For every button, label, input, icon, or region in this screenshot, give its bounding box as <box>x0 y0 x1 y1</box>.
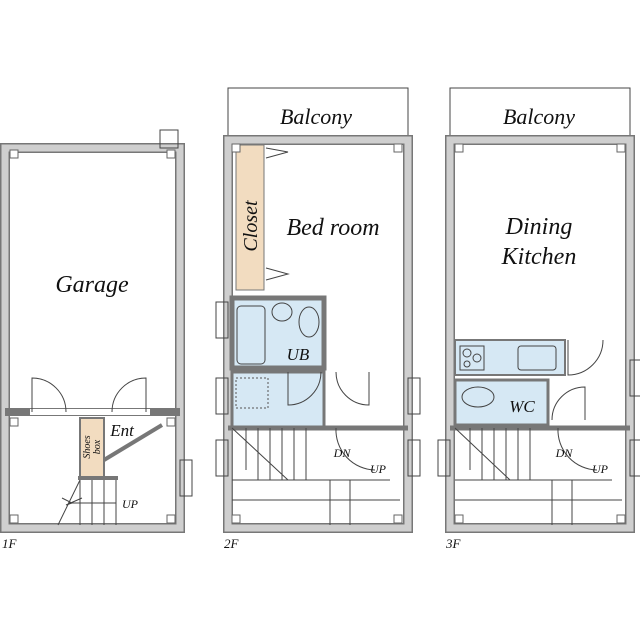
floor-3f: Balcony Dining Kitchen WC DN UP 3F <box>437 87 640 551</box>
floor-1f: Garage Ent Shoes box UP 1F <box>0 129 193 551</box>
closet <box>235 144 265 291</box>
room-label-dining: Dining <box>505 214 573 240</box>
floor-2f: Balcony Closet Bed room UB DN UP 2F <box>215 87 421 551</box>
stairs-down-label: DN <box>555 446 574 460</box>
garage-door-right <box>111 377 147 413</box>
floor-label-3f: 3F <box>445 536 462 551</box>
stairs-up-label: UP <box>370 462 387 476</box>
floor-label-1f: 1F <box>2 536 18 551</box>
stairs-3f <box>454 427 622 525</box>
room-label-kitchen: Kitchen <box>501 244 577 270</box>
room-label-bedroom: Bed room <box>286 215 379 241</box>
stairs-up-label: UP <box>122 497 139 511</box>
room-label-shoes-box-1: Shoes <box>82 435 93 458</box>
room-label-balcony-3f: Balcony <box>503 104 575 129</box>
bathroom <box>229 295 327 371</box>
stairs-up-label: UP <box>592 462 609 476</box>
stairs-down-label: DN <box>333 446 352 460</box>
toilet-icon <box>461 386 495 408</box>
room-label-wc: WC <box>509 397 535 416</box>
window-1f <box>179 459 193 497</box>
stove-icon <box>459 345 485 371</box>
floor-label-2f: 2F <box>224 536 240 551</box>
kitchen-sink-icon <box>517 345 557 371</box>
garage-door-left <box>31 377 67 413</box>
washer-space <box>235 377 269 409</box>
room-label-entrance: Ent <box>109 421 135 440</box>
room-label-balcony-2f: Balcony <box>280 104 352 129</box>
room-label-bath: UB <box>287 345 310 364</box>
washroom <box>230 370 326 430</box>
toilet-room <box>453 378 550 427</box>
room-label-garage: Garage <box>55 272 129 298</box>
room-label-closet: Closet <box>240 200 262 252</box>
bathtub-icon <box>236 305 266 365</box>
stairs-1f <box>57 479 117 526</box>
toilet-icon <box>298 306 320 338</box>
stairs-2f <box>231 427 400 525</box>
sink-icon <box>271 302 293 322</box>
room-label-shoes-box-2: box <box>92 439 103 454</box>
